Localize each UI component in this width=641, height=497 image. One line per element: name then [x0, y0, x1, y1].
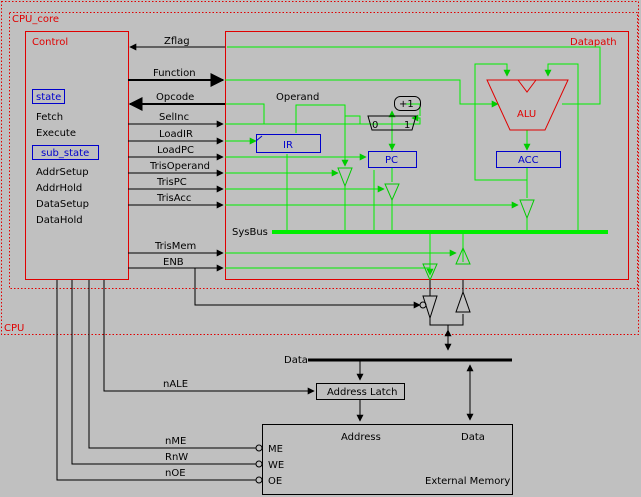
sub-state-label: sub_state: [41, 148, 89, 159]
rnw-wire: [71, 280, 256, 465]
ir-operand-wire: [295, 104, 349, 167]
me-pin: ME: [268, 444, 283, 455]
state-label: state: [36, 92, 61, 103]
zflag-label: Zflag: [164, 36, 190, 47]
pc-tristate: [384, 183, 400, 202]
trispc-label: TrisPC: [156, 177, 187, 188]
address-latch-label: Address Latch: [327, 387, 397, 398]
incrementer-label: +1: [399, 99, 414, 110]
enb-out-wire: [194, 268, 421, 309]
trisoperand-label: TrisOperand: [149, 161, 210, 172]
external-memory: [262, 424, 513, 495]
nale-wire: [103, 280, 315, 395]
operand-label: Operand: [276, 92, 319, 103]
sub-state-datahold: DataHold: [36, 215, 83, 226]
memory-address-label: Address: [341, 432, 381, 443]
state-fetch: Fetch: [36, 112, 63, 123]
noe-wire: [56, 280, 256, 481]
control-label: Control: [32, 37, 68, 48]
me-bubble: [255, 444, 263, 452]
we-bubble: [255, 460, 263, 468]
trisacc-label: TrisAcc: [156, 193, 191, 204]
enb-label: ENB: [163, 257, 184, 268]
io-out-enable-bubble: [419, 301, 427, 309]
selinc-label: SelInc: [159, 112, 189, 123]
acc-tristate: [519, 199, 535, 220]
trismem-label: TrisMem: [154, 241, 196, 252]
acc-label: ACC: [518, 155, 539, 166]
bus-to-alu: [544, 63, 579, 232]
memory-data-label: Data: [461, 432, 485, 443]
data-bus-to-io: [448, 314, 464, 326]
enb-to-buffer: [225, 267, 434, 276]
memory-label: External Memory: [425, 476, 510, 487]
io-in-buffer: [455, 290, 471, 313]
operand-tristate: [337, 167, 353, 188]
nme-label: nME: [165, 436, 186, 447]
loadir-label: LoadIR: [159, 129, 193, 140]
pc-mux: [367, 115, 417, 131]
cpu-core-boundary: [9, 12, 638, 289]
address-latch: [316, 383, 405, 400]
data-bus-label: Data: [284, 355, 308, 366]
state-execute: Execute: [36, 128, 76, 139]
sysbus-label: SysBus: [232, 227, 268, 238]
sub-state-datasetup: DataSetup: [36, 199, 89, 210]
rnw-label: RnW: [165, 452, 188, 463]
memory-in-tristate: [455, 246, 471, 265]
alu-block: [486, 79, 569, 131]
operand-to-mux: [345, 115, 372, 125]
oe-bubble: [255, 476, 263, 484]
function-to-alu: [225, 79, 499, 108]
incrementer-block: [394, 96, 421, 111]
sub-state-addrhold: AddrHold: [36, 183, 82, 194]
opcode-from-ir: [226, 103, 265, 124]
state-box: [32, 89, 65, 104]
selinc-to-mux: [225, 114, 421, 125]
pc-register: [368, 151, 417, 168]
ir-label: IR: [283, 140, 293, 151]
ir-register: [256, 134, 321, 153]
cpu-label: CPU: [4, 323, 24, 334]
opcode-label: Opcode: [156, 92, 194, 103]
acc-register: [496, 151, 561, 168]
control-block: [25, 31, 129, 280]
nme-wire: [88, 280, 256, 449]
loadpc-label: LoadPC: [157, 145, 194, 156]
sub-state-addrsetup: AddrSetup: [36, 167, 89, 178]
memory-out-tristate: [422, 263, 438, 282]
mux-in1-label: 1: [404, 120, 410, 131]
datapath-label: Datapath: [570, 37, 617, 48]
oe-pin: OE: [268, 476, 282, 487]
mux-in0-label: 0: [372, 120, 378, 131]
alu-zflag: [227, 46, 601, 105]
function-label: Function: [153, 68, 196, 79]
noe-label: nOE: [165, 468, 186, 479]
alu-label: ALU: [517, 109, 536, 120]
nale-label: nALE: [163, 379, 188, 390]
datapath-block: [225, 31, 629, 280]
cpu-core-label: CPU_core: [12, 14, 59, 25]
ir-clock-notch: [255, 135, 263, 142]
cpu-boundary: [1, 1, 639, 335]
pc-label: PC: [385, 155, 398, 166]
we-pin: WE: [268, 460, 284, 471]
acc-feedback: [474, 63, 527, 181]
sub-state-box: [32, 145, 99, 160]
